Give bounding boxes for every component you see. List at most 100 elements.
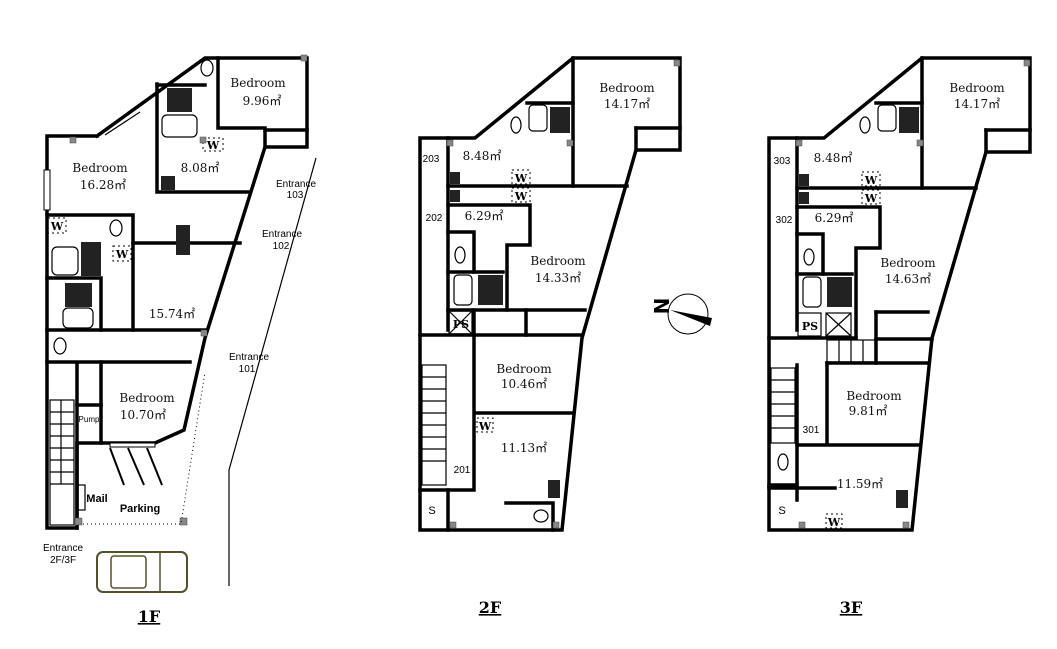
floor-label: 2F	[479, 598, 502, 617]
floor-1f: W W W Bedroom 9.96㎡ 8.08㎡ Bedroom 16.28㎡	[43, 54, 317, 626]
pipe-shaft	[448, 310, 473, 335]
shower-icon	[899, 107, 919, 133]
closet-label: W	[514, 172, 528, 185]
wall	[155, 82, 252, 194]
floor-3f: PS S W W W Bedroom 14.17㎡ 8.48㎡ 6.29㎡ Be…	[767, 56, 1032, 617]
storage-label: S	[778, 505, 785, 517]
toilet-icon	[777, 453, 789, 471]
bicycle-icons	[109, 447, 163, 486]
unit-number: 301	[803, 425, 820, 436]
entrance-number: 2F/3F	[50, 555, 76, 566]
wall	[504, 501, 555, 532]
closet-label: W	[478, 420, 492, 433]
unit-number: 302	[776, 215, 793, 226]
room-area: 6.29㎡	[815, 211, 854, 225]
room-name: Bedroom	[72, 161, 128, 175]
road-edge	[228, 157, 317, 586]
column	[795, 139, 803, 147]
column	[1023, 59, 1031, 67]
closet	[202, 137, 224, 152]
bathtub-icon	[877, 104, 897, 132]
room-area: 14.17㎡	[604, 97, 650, 111]
ps-label: PS	[453, 318, 469, 331]
stove-icon	[450, 190, 460, 202]
shower-icon	[827, 277, 852, 307]
column	[300, 54, 308, 62]
column	[566, 139, 574, 147]
column	[916, 139, 924, 147]
room-area: 16.28㎡	[80, 178, 126, 192]
toilet-icon	[859, 116, 871, 134]
parking-label: Parking	[120, 503, 160, 515]
bathtub-icon	[528, 104, 548, 132]
room-name: Bedroom	[949, 81, 1005, 95]
unit-number: 202	[426, 213, 443, 224]
window	[104, 111, 141, 136]
wall-outline	[767, 56, 1032, 532]
floor-label: 3F	[840, 598, 863, 617]
room-area: 11.59㎡	[837, 477, 883, 491]
room-area: 14.33㎡	[535, 271, 581, 285]
storage-label: S	[428, 505, 435, 517]
room-area: 10.46㎡	[501, 377, 547, 391]
mail-label: Mail	[86, 493, 107, 505]
closet-label: W	[50, 220, 64, 233]
room-name: Bedroom	[496, 362, 552, 376]
column	[798, 521, 806, 529]
bathtub-icon	[453, 274, 473, 306]
room-name: Bedroom	[119, 391, 175, 405]
toilet-icon	[803, 248, 815, 266]
parking-boundary	[83, 371, 206, 525]
wall	[446, 308, 476, 492]
closet	[47, 217, 67, 234]
room-area: 15.74㎡	[149, 307, 195, 321]
wall	[795, 232, 825, 276]
bathtub-icon	[802, 276, 822, 308]
staircase	[421, 364, 447, 486]
closet-label: W	[115, 248, 129, 261]
stove-icon	[176, 225, 190, 255]
closet-label: W	[864, 192, 878, 205]
room-name: Bedroom	[599, 81, 655, 95]
room-name: Bedroom	[230, 76, 286, 90]
column	[449, 521, 457, 529]
toilet-icon	[200, 59, 214, 77]
room-area: 8.48㎡	[814, 151, 853, 165]
toilet-icon	[533, 509, 549, 523]
toilet-icon	[510, 116, 522, 134]
toilet-icon	[53, 337, 67, 355]
shower-icon	[81, 242, 101, 276]
unit-number: 201	[454, 465, 471, 476]
column	[552, 521, 560, 529]
ps-label: PS	[802, 320, 818, 333]
closet-label: W	[206, 139, 220, 152]
room-area: 8.48㎡	[463, 149, 502, 163]
entrance-label: Entrance	[276, 179, 316, 190]
shower-icon	[167, 88, 192, 112]
column	[199, 136, 207, 144]
stove-icon	[548, 480, 560, 498]
closet	[511, 187, 531, 203]
mailbox	[76, 484, 86, 511]
column	[673, 59, 681, 67]
floor-label: 1F	[138, 607, 161, 626]
toilet-icon	[109, 219, 123, 237]
column	[74, 517, 83, 526]
shower-icon	[550, 107, 570, 133]
wall	[45, 276, 103, 332]
wall	[45, 213, 135, 332]
window	[43, 169, 51, 211]
car-icon	[96, 551, 188, 593]
room-area: 9.81㎡	[849, 404, 888, 418]
room-name: Bedroom	[846, 389, 902, 403]
stove-icon	[799, 174, 809, 186]
entrance-number: 103	[287, 190, 304, 201]
shower-icon	[65, 283, 92, 307]
closet-label: W	[827, 516, 841, 529]
room-area: 6.29㎡	[465, 209, 504, 223]
floor-2f: PS S W W W Bedroom 14.17㎡ 8.48㎡ 6.29㎡ Be…	[418, 56, 682, 617]
stove-icon	[161, 176, 175, 190]
wall	[446, 203, 532, 312]
closet	[511, 169, 531, 185]
